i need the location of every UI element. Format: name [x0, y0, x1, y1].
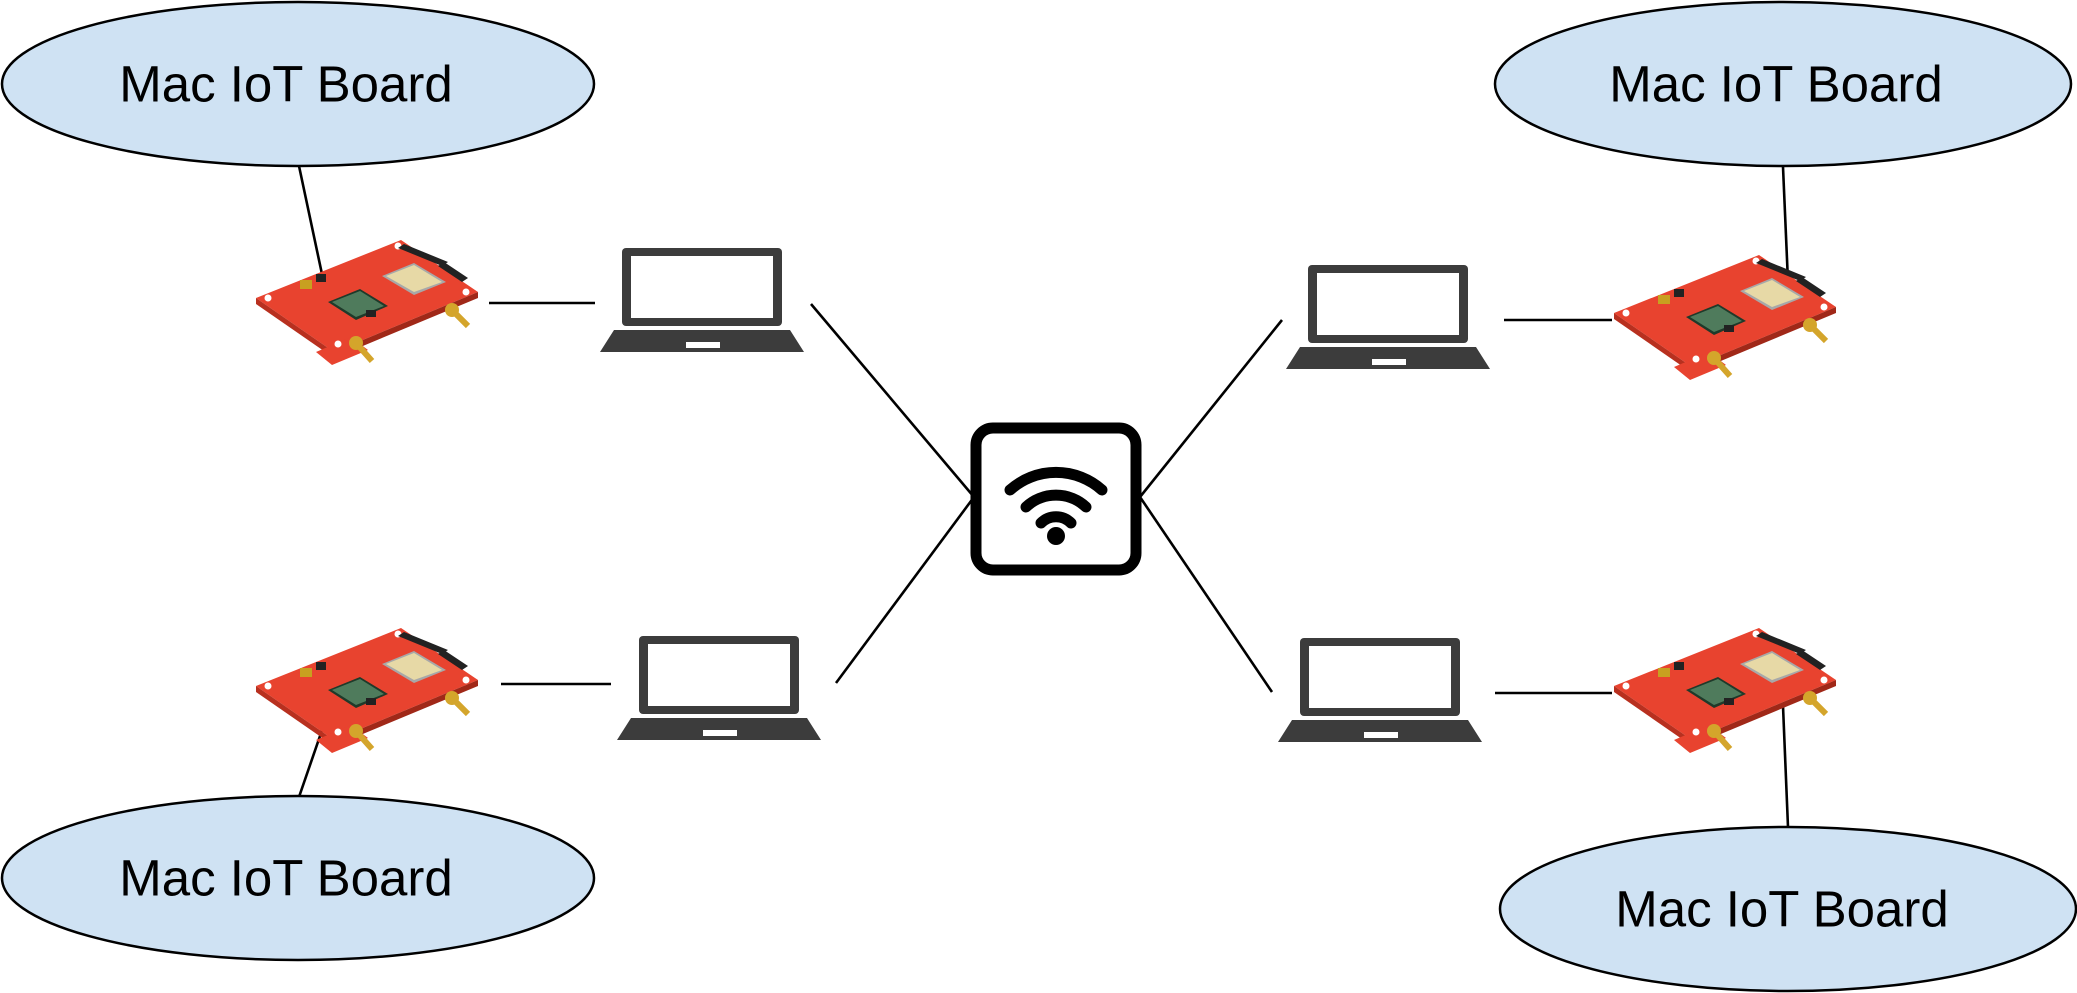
- link-label-board-bottom-right: [1781, 705, 1790, 828]
- node-label: Mac IoT Board: [1609, 56, 1943, 113]
- laptop-icon: [617, 636, 821, 740]
- iot-board-icon: [256, 240, 478, 365]
- wifi-hub: [970, 422, 1142, 576]
- wifi-icon: [1004, 467, 1108, 545]
- node-top-left: Mac IoT Board: [0, 0, 596, 168]
- laptop-icon: [600, 248, 804, 352]
- node-ellipse: [0, 794, 596, 962]
- link-label-board-top-right: [1781, 166, 1790, 283]
- node-bottom-left: Mac IoT Board: [0, 794, 596, 962]
- node-top-right: Mac IoT Board: [1493, 0, 2073, 168]
- iot-board-icon: [256, 628, 478, 753]
- link-hub-laptop-bottom-left: [834, 496, 976, 684]
- node-label: Mac IoT Board: [119, 850, 453, 907]
- node-ellipse: [1493, 0, 2073, 168]
- iot-board-icon: [1614, 255, 1836, 380]
- node-label: Mac IoT Board: [119, 56, 453, 113]
- node-label: Mac IoT Board: [1615, 881, 1949, 938]
- laptop-icon: [1278, 638, 1482, 742]
- link-hub-laptop-bottom-right: [1138, 496, 1274, 693]
- iot-board-icon: [1614, 628, 1836, 753]
- node-ellipse: [1498, 825, 2077, 993]
- link-hub-laptop-top-left: [810, 303, 975, 498]
- connections: [297, 165, 1790, 828]
- laptop-icon: [1286, 265, 1490, 369]
- link-hub-laptop-top-right: [1138, 319, 1284, 498]
- node-bottom-right: Mac IoT Board: [1498, 825, 2077, 993]
- node-ellipse: [0, 0, 596, 168]
